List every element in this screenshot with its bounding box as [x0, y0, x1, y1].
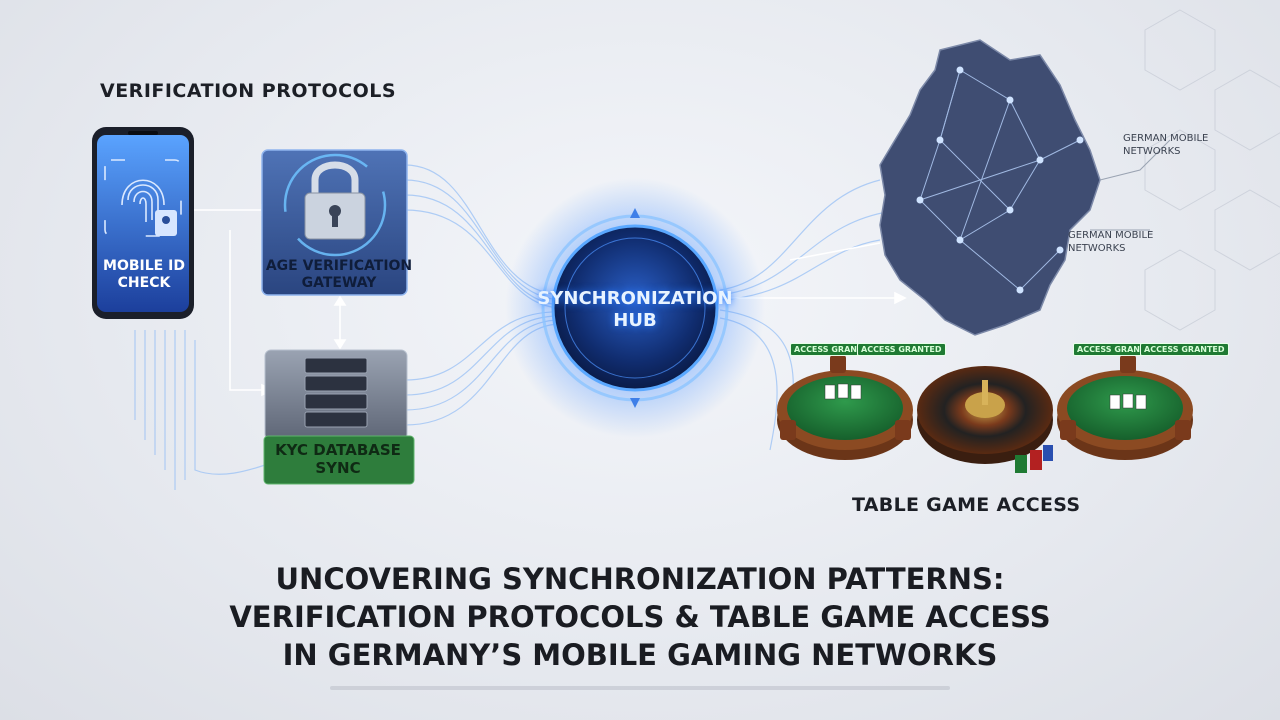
blackjack-table-right: [1057, 355, 1193, 460]
chip-stack: [1015, 445, 1053, 473]
title-line-2: VERIFICATION PROTOCOLS & TABLE GAME ACCE…: [229, 600, 1051, 634]
hub-arrow-up-icon: [630, 208, 640, 218]
kyc-server-box: [263, 349, 415, 485]
access-badge: ACCESS GRANTED: [857, 343, 946, 356]
server-rack-icon: [304, 357, 368, 428]
hub-arrow-down-icon: [630, 398, 640, 408]
roulette-wheel: [917, 366, 1053, 473]
title-underline: [330, 686, 950, 690]
map-label-networks-1: GERMAN MOBILE NETWORKS: [1123, 133, 1209, 157]
title-line-3: IN GERMANY’S MOBILE GAMING NETWORKS: [282, 638, 998, 672]
section-title-table-access: TABLE GAME ACCESS: [852, 494, 1081, 516]
map-label-networks-2: GERMAN MOBILE NETWORKS: [1068, 230, 1154, 254]
age-gateway-box: [261, 149, 408, 296]
sync-hub: [505, 178, 765, 438]
fingerprint-icon: [104, 159, 182, 237]
hex-pattern: [1144, 9, 1280, 331]
access-badge: ACCESS GRANTED: [790, 343, 879, 356]
sync-hub-label: SYNCHRONIZATION HUB: [537, 288, 733, 331]
title-line-1: UNCOVERING SYNCHRONIZATION PATTERNS:: [275, 562, 1005, 596]
age-gateway-label: AGE VERIFICATION GATEWAY: [265, 258, 413, 291]
padlock-icon: [304, 161, 366, 240]
mobile-id-label: MOBILE ID CHECK: [103, 258, 185, 291]
phone-device: [92, 127, 194, 319]
access-badge: ACCESS GRANTED: [1140, 343, 1229, 356]
main-title: UNCOVERING SYNCHRONIZATION PATTERNS: VER…: [0, 560, 1280, 674]
germany-map: [879, 39, 1171, 336]
network-nodes: [916, 66, 1084, 294]
kyc-sync-label: KYC DATABASE SYNC: [275, 441, 401, 477]
blackjack-table-left: [777, 355, 913, 460]
section-title-verification: VERIFICATION PROTOCOLS: [100, 80, 397, 102]
